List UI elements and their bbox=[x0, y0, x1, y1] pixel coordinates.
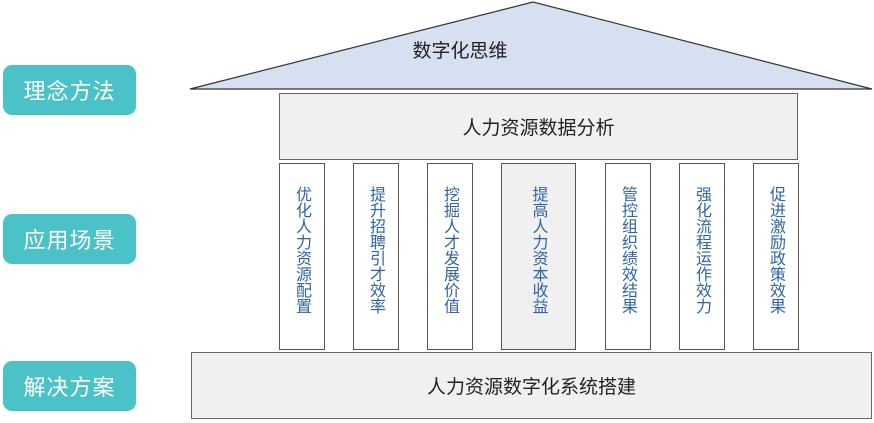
pillar-text: 促进激励政策效果 bbox=[767, 186, 786, 314]
base-box: 人力资源数字化系统搭建 bbox=[191, 352, 872, 419]
pillar-text: 提高人力资本收益 bbox=[529, 186, 549, 314]
pillar-process-effectiveness: 强化流程运作效力 bbox=[679, 163, 725, 350]
pillar-text: 挖掘人才发展价值 bbox=[441, 186, 460, 314]
roof-triangle bbox=[189, 1, 873, 90]
pillar-optimize-allocation: 优化人力资源配置 bbox=[279, 163, 325, 350]
pillar-recruitment-efficiency: 提升招聘引才效率 bbox=[353, 163, 399, 350]
pillar-capital-returns: 提高人力资本收益 bbox=[501, 163, 576, 350]
beam-title: 人力资源数据分析 bbox=[462, 117, 615, 139]
pillar-text: 管控组织绩效结果 bbox=[619, 186, 638, 314]
pillar-text: 强化流程运作效力 bbox=[693, 186, 712, 314]
base-title: 人力资源数字化系统搭建 bbox=[426, 376, 636, 398]
roof-title: 数字化思维 bbox=[412, 40, 508, 62]
beam-box: 人力资源数据分析 bbox=[279, 93, 798, 160]
solution-label: 解决方案 bbox=[3, 361, 136, 411]
scenario-label: 应用场景 bbox=[3, 214, 136, 264]
pillar-incentive-effect: 促进激励政策效果 bbox=[753, 163, 799, 350]
pillar-performance-control: 管控组织绩效结果 bbox=[605, 163, 651, 350]
pillar-talent-value: 挖掘人才发展价值 bbox=[427, 163, 473, 350]
pillar-text: 优化人力资源配置 bbox=[293, 186, 312, 314]
concept-label: 理念方法 bbox=[3, 65, 136, 115]
pillar-text: 提升招聘引才效率 bbox=[367, 186, 386, 314]
